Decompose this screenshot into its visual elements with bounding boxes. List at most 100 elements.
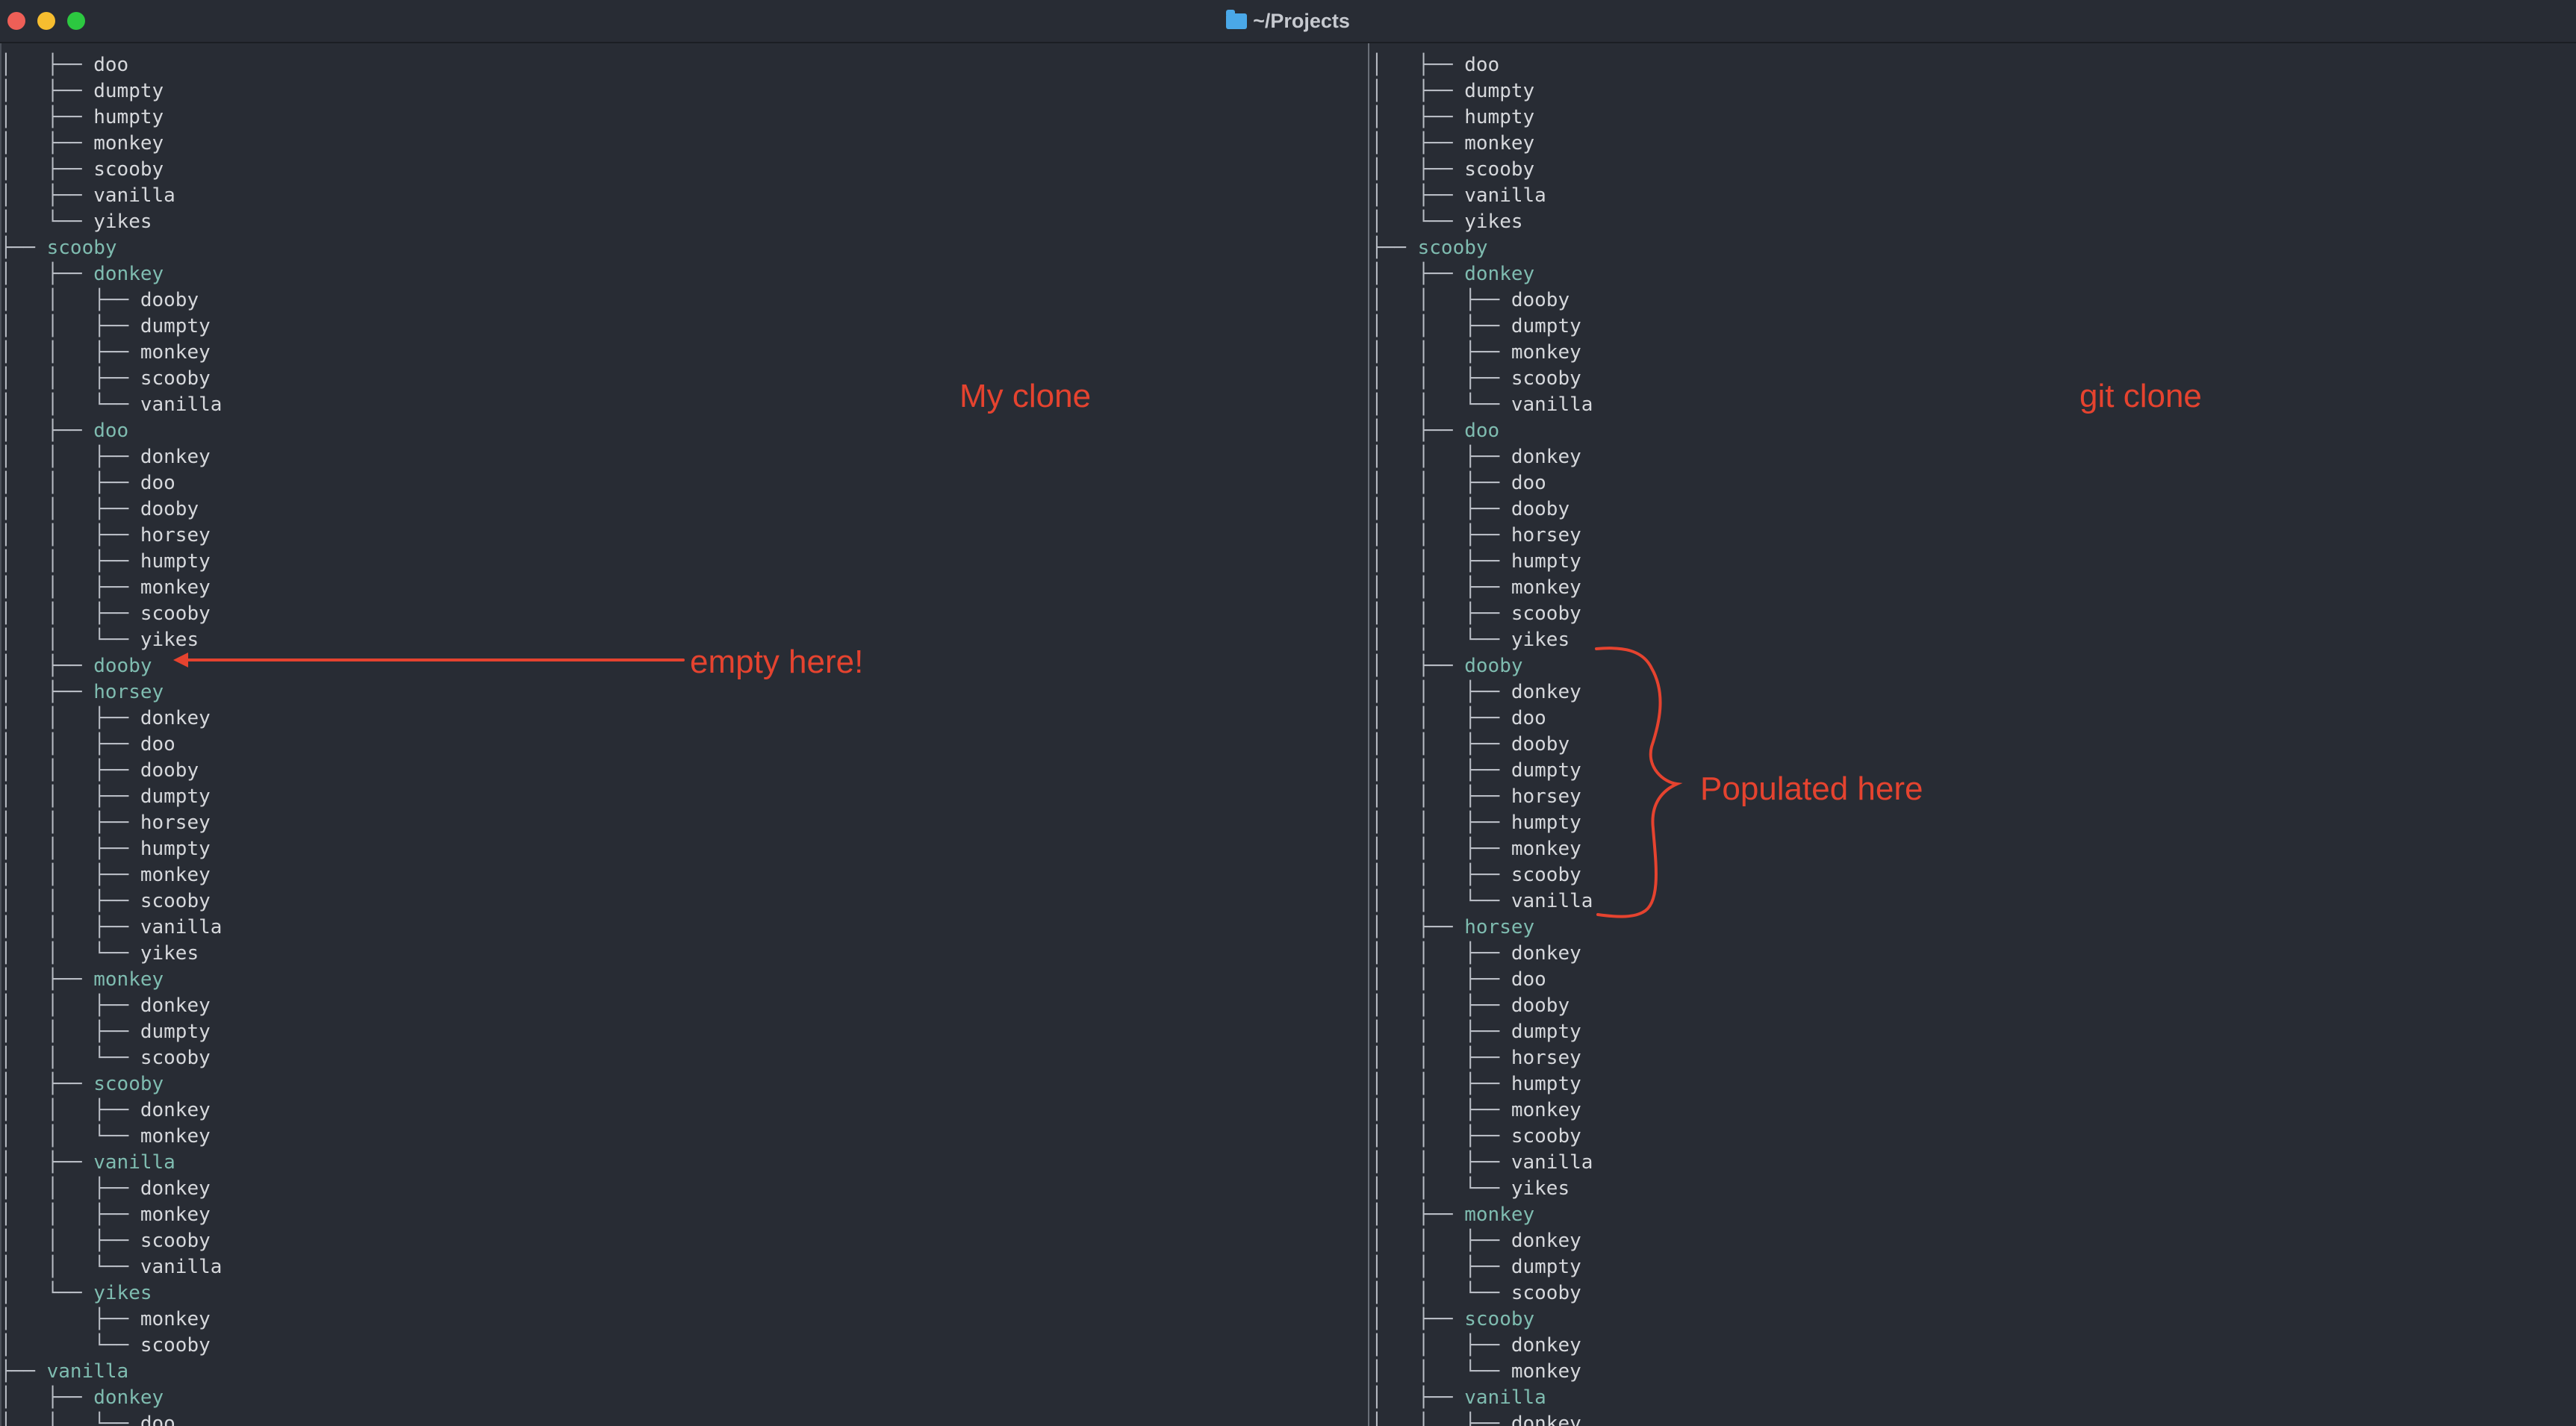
tree-branch-glyphs: │ │ ├── <box>1371 446 1511 468</box>
right-tree-row: │ │ ├── dooby <box>1371 287 1569 314</box>
tree-branch-glyphs: │ │ └── <box>0 942 140 965</box>
tree-branch-glyphs: │ ├── <box>1371 184 1465 207</box>
file-name: vanilla <box>1511 393 1593 416</box>
pane-divider[interactable] <box>1368 43 1369 1426</box>
file-name: vanilla <box>140 916 223 938</box>
right-tree-row: │ │ ├── dumpty <box>1371 314 1581 340</box>
left-tree-row: │ │ ├── scooby <box>0 366 211 392</box>
minimize-window-button[interactable] <box>37 12 55 30</box>
file-name: dooby <box>140 289 199 311</box>
right-tree-row: │ │ ├── donkey <box>1371 1411 1581 1426</box>
tree-branch-glyphs: │ │ ├── <box>1371 942 1511 965</box>
right-tree-row: │ ├── vanilla <box>1371 1385 1546 1411</box>
directory-name: vanilla <box>1464 1386 1546 1409</box>
tree-branch-glyphs: │ │ ├── <box>1371 498 1511 520</box>
file-name: donkey <box>1511 446 1581 468</box>
file-name: humpty <box>1511 1073 1581 1095</box>
tree-branch-glyphs: │ │ ├── <box>0 341 140 364</box>
tree-branch-glyphs: │ │ ├── <box>0 1230 140 1252</box>
file-name: yikes <box>1464 211 1523 233</box>
right-tree-row: │ │ ├── donkey <box>1371 941 1581 967</box>
tree-branch-glyphs: │ ├── <box>0 1386 94 1409</box>
tree-branch-glyphs: │ └── <box>0 1282 94 1304</box>
close-window-button[interactable] <box>7 12 25 30</box>
right-tree-row: │ │ ├── donkey <box>1371 679 1581 706</box>
left-tree-row: │ │ └── doo <box>0 1411 175 1426</box>
left-tree-row: │ ├── dumpty <box>0 78 164 105</box>
right-tree-row: │ │ ├── dumpty <box>1371 758 1581 784</box>
file-name: yikes <box>140 942 199 965</box>
zoom-window-button[interactable] <box>67 12 85 30</box>
left-tree-row: │ │ ├── scooby <box>0 601 211 627</box>
tree-branch-glyphs: │ │ ├── <box>1371 1334 1511 1357</box>
file-name: scooby <box>140 1230 211 1252</box>
window-title-container: ~/Projects <box>0 6 2576 36</box>
file-name: dumpty <box>1511 1256 1581 1278</box>
file-name: monkey <box>140 864 211 886</box>
tree-branch-glyphs: │ │ ├── <box>0 289 140 311</box>
left-tree-row: │ ├── horsey <box>0 679 164 706</box>
file-name: dooby <box>1511 733 1570 756</box>
tree-branch-glyphs: │ │ ├── <box>1371 524 1511 547</box>
tree-branch-glyphs: │ ├── <box>0 1308 140 1330</box>
file-name: dumpty <box>1511 1021 1581 1043</box>
tree-branch-glyphs: │ │ ├── <box>1371 550 1511 573</box>
tree-branch-glyphs: │ ├── <box>1371 132 1465 155</box>
file-name: dumpty <box>1511 315 1581 337</box>
tree-branch-glyphs: │ │ ├── <box>0 1177 140 1200</box>
tree-branch-glyphs: │ │ └── <box>1371 1177 1511 1200</box>
file-name: scooby <box>1511 367 1581 390</box>
right-tree-row: │ │ ├── dooby <box>1371 496 1569 523</box>
tree-branch-glyphs: │ │ ├── <box>0 864 140 886</box>
tree-branch-glyphs: │ ├── <box>0 54 94 76</box>
tree-branch-glyphs: │ │ ├── <box>0 916 140 938</box>
tree-branch-glyphs: ├── <box>1371 237 1418 259</box>
left-tree-row: │ │ ├── dooby <box>0 758 199 784</box>
tree-branch-glyphs: │ │ ├── <box>1371 968 1511 991</box>
tree-branch-glyphs: │ │ ├── <box>1371 472 1511 494</box>
right-terminal-pane[interactable]: │ ├── doo│ ├── dumpty│ ├── humpty│ ├── m… <box>1371 43 2576 1426</box>
right-tree-row: │ │ ├── horsey <box>1371 523 1581 549</box>
file-name: humpty <box>140 550 211 573</box>
file-name: vanilla <box>1464 184 1546 207</box>
file-name: donkey <box>140 994 211 1017</box>
right-tree-row: │ │ └── scooby <box>1371 1280 1581 1307</box>
tree-branch-glyphs: │ │ ├── <box>1371 681 1511 703</box>
tree-branch-glyphs: │ ├── <box>1371 916 1465 938</box>
file-name: donkey <box>1511 1334 1581 1357</box>
tree-branch-glyphs: │ ├── <box>1371 263 1465 285</box>
tree-branch-glyphs: │ │ ├── <box>1371 367 1511 390</box>
tree-branch-glyphs: │ │ ├── <box>1371 576 1511 599</box>
file-name: doo <box>1511 472 1546 494</box>
right-tree-row: │ ├── scooby <box>1371 157 1534 183</box>
left-tree-row: │ │ ├── donkey <box>0 706 211 732</box>
tree-branch-glyphs: │ │ ├── <box>1371 812 1511 834</box>
file-name: horsey <box>1511 1047 1581 1069</box>
tree-branch-glyphs: │ │ ├── <box>0 1099 140 1121</box>
file-name: horsey <box>1511 524 1581 547</box>
tree-branch-glyphs: │ │ ├── <box>1371 733 1511 756</box>
tree-branch-glyphs: │ │ ├── <box>0 785 140 808</box>
directory-name: donkey <box>93 263 164 285</box>
file-name: scooby <box>1464 158 1535 181</box>
tree-branch-glyphs: │ ├── <box>0 158 94 181</box>
right-pane-label: git clone <box>2079 378 2202 414</box>
directory-name: vanilla <box>93 1151 175 1174</box>
tree-branch-glyphs: │ │ ├── <box>1371 341 1511 364</box>
file-name: dumpty <box>140 785 211 808</box>
file-name: scooby <box>93 158 164 181</box>
right-tree-row: │ │ └── yikes <box>1371 1176 1569 1202</box>
tree-branch-glyphs: │ │ └── <box>0 629 140 651</box>
left-tree-row: │ │ ├── dooby <box>0 496 199 523</box>
file-name: doo <box>93 54 129 76</box>
left-terminal-pane[interactable]: │ ├── doo│ ├── dumpty│ ├── humpty│ ├── m… <box>0 43 1368 1426</box>
left-tree-row: │ ├── doo <box>0 418 128 444</box>
file-name: scooby <box>140 603 211 625</box>
tree-branch-glyphs: │ │ ├── <box>0 576 140 599</box>
window-titlebar: ~/Projects <box>0 0 2576 43</box>
right-tree-row: │ │ └── vanilla <box>1371 392 1593 418</box>
tree-branch-glyphs: │ ├── <box>0 968 94 991</box>
tree-branch-glyphs: │ │ └── <box>1371 629 1511 651</box>
tree-branch-glyphs: │ │ ├── <box>1371 759 1511 782</box>
left-tree-row: │ │ ├── donkey <box>0 444 211 470</box>
